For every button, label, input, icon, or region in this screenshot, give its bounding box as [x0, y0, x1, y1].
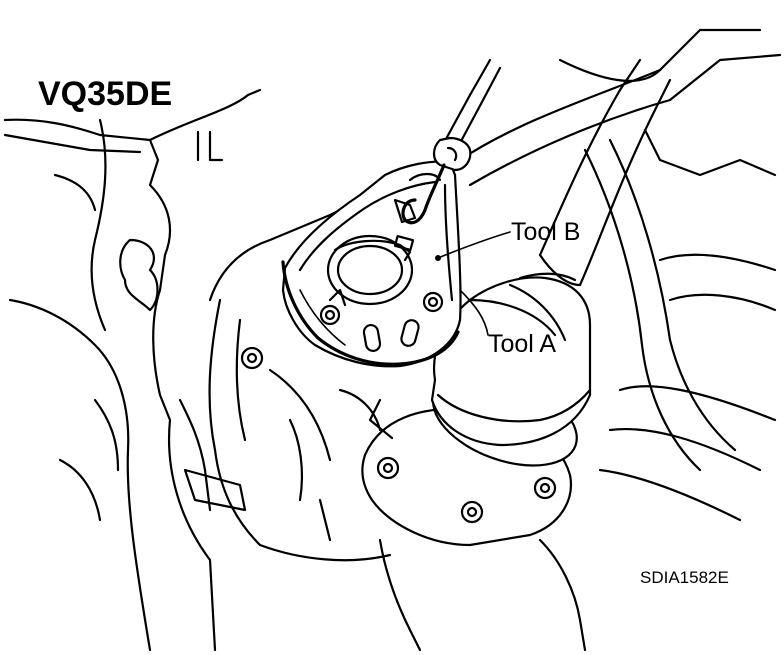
drive-shaft [538, 58, 672, 287]
frame-outline [458, 28, 782, 522]
tool-a-leader-line [459, 289, 489, 336]
leader-lines [435, 231, 511, 336]
tool-b-leader-dot [435, 255, 441, 261]
tool-b-label: Tool B [511, 218, 580, 246]
engine-block-outline [3, 88, 262, 652]
puller-rod-and-hook [401, 58, 502, 225]
tool-b-bracket [281, 160, 462, 368]
transmission-case [178, 183, 422, 562]
tool-a-cylinder [430, 272, 592, 467]
figure-id: SDIA1582E [640, 568, 729, 587]
tool-b-leader-line [437, 231, 511, 259]
diagram-title: VQ35DE [38, 75, 172, 113]
tool-a-label: Tool A [488, 330, 556, 358]
